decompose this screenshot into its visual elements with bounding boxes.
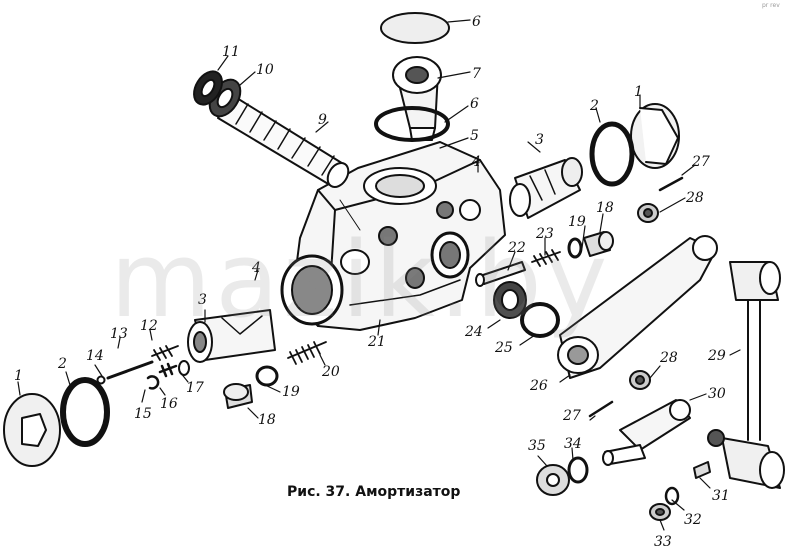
leader-lines xyxy=(17,19,741,531)
label-1-left: 1 xyxy=(14,368,23,384)
label-14: 14 xyxy=(86,348,104,364)
label-21: 21 xyxy=(367,334,386,350)
cotter-pin-upper xyxy=(658,176,684,192)
valve-stem xyxy=(475,261,526,287)
label-33: 33 xyxy=(654,534,672,550)
right-ring xyxy=(589,121,635,187)
label-29: 29 xyxy=(707,348,726,364)
plug-left xyxy=(223,383,253,409)
shaft xyxy=(217,94,350,189)
nut-upper xyxy=(637,203,659,223)
label-6: 6 xyxy=(470,96,479,112)
label-8: 6 xyxy=(472,14,481,30)
bushing xyxy=(520,302,560,338)
label-22: 22 xyxy=(507,240,526,256)
shaft-ring xyxy=(193,70,223,106)
spring-washer xyxy=(567,456,589,484)
label-3-left: 3 xyxy=(198,292,207,308)
small-washer xyxy=(178,360,190,376)
gasket xyxy=(374,106,450,142)
spring-center xyxy=(287,341,327,365)
label-4-upper: 4 xyxy=(471,154,481,170)
label-28-upper: 28 xyxy=(685,190,704,206)
lock-washer xyxy=(664,486,680,506)
label-23: 23 xyxy=(535,226,554,242)
label-28-lower: 28 xyxy=(659,350,678,366)
label-7: 7 xyxy=(472,66,481,82)
part-labels: 6 7 6 5 9 10 11 4 3 2 1 27 28 19 18 23 2… xyxy=(14,14,730,550)
label-11: 11 xyxy=(222,44,240,60)
bolt-small xyxy=(693,461,711,479)
shock-absorber-housing xyxy=(280,141,506,331)
label-1-right: 1 xyxy=(634,84,643,100)
label-19-right: 19 xyxy=(568,214,586,230)
label-15: 15 xyxy=(134,406,152,422)
washer-left xyxy=(255,365,279,387)
label-13: 13 xyxy=(110,326,128,342)
lock-nut xyxy=(649,503,671,521)
label-2-right: 2 xyxy=(589,98,599,114)
label-30: 30 xyxy=(708,386,726,402)
label-18-right: 18 xyxy=(596,200,614,216)
right-cover xyxy=(630,103,680,169)
left-cover xyxy=(3,393,61,467)
cotter-pin-lower xyxy=(588,400,614,418)
corner-mark: pr rev xyxy=(762,2,780,9)
link-rod xyxy=(707,261,785,489)
left-valve-body xyxy=(187,309,276,363)
label-34: 34 xyxy=(564,436,582,452)
label-27-upper: 27 xyxy=(691,154,710,170)
valve-spring xyxy=(158,362,178,378)
label-4-left: 4 xyxy=(251,260,261,276)
ball xyxy=(96,375,106,385)
left-ring xyxy=(60,377,110,447)
washer-right xyxy=(567,237,583,259)
label-24: 24 xyxy=(464,324,483,340)
push-rod xyxy=(106,360,154,380)
label-26: 26 xyxy=(529,378,548,394)
label-2-left: 2 xyxy=(57,356,67,372)
label-32: 32 xyxy=(684,512,702,528)
label-18-left: 18 xyxy=(258,412,276,428)
cap xyxy=(380,12,450,44)
label-20: 20 xyxy=(321,364,340,380)
right-valve-body xyxy=(509,157,583,219)
label-10: 10 xyxy=(256,62,274,78)
lower-lever xyxy=(602,399,691,466)
label-19-left: 19 xyxy=(282,384,300,400)
spring-right xyxy=(531,249,561,267)
label-5: 5 xyxy=(470,128,479,144)
label-35: 35 xyxy=(528,438,546,454)
label-12: 12 xyxy=(140,318,158,334)
figure-caption: Рис. 37. Амортизатор xyxy=(287,484,461,500)
nut-lower xyxy=(629,370,651,390)
label-17: 17 xyxy=(186,380,204,396)
label-27-lower: 27 xyxy=(562,408,581,424)
lever-arm xyxy=(557,235,718,379)
label-25: 25 xyxy=(494,340,513,356)
eye-fitting xyxy=(392,56,442,141)
circlip xyxy=(146,375,160,390)
label-9: 9 xyxy=(318,112,327,128)
label-16: 16 xyxy=(160,396,178,412)
spring-left xyxy=(151,345,179,361)
label-3-right: 3 xyxy=(535,132,544,148)
plug-right xyxy=(583,231,614,257)
label-31: 31 xyxy=(712,488,730,504)
